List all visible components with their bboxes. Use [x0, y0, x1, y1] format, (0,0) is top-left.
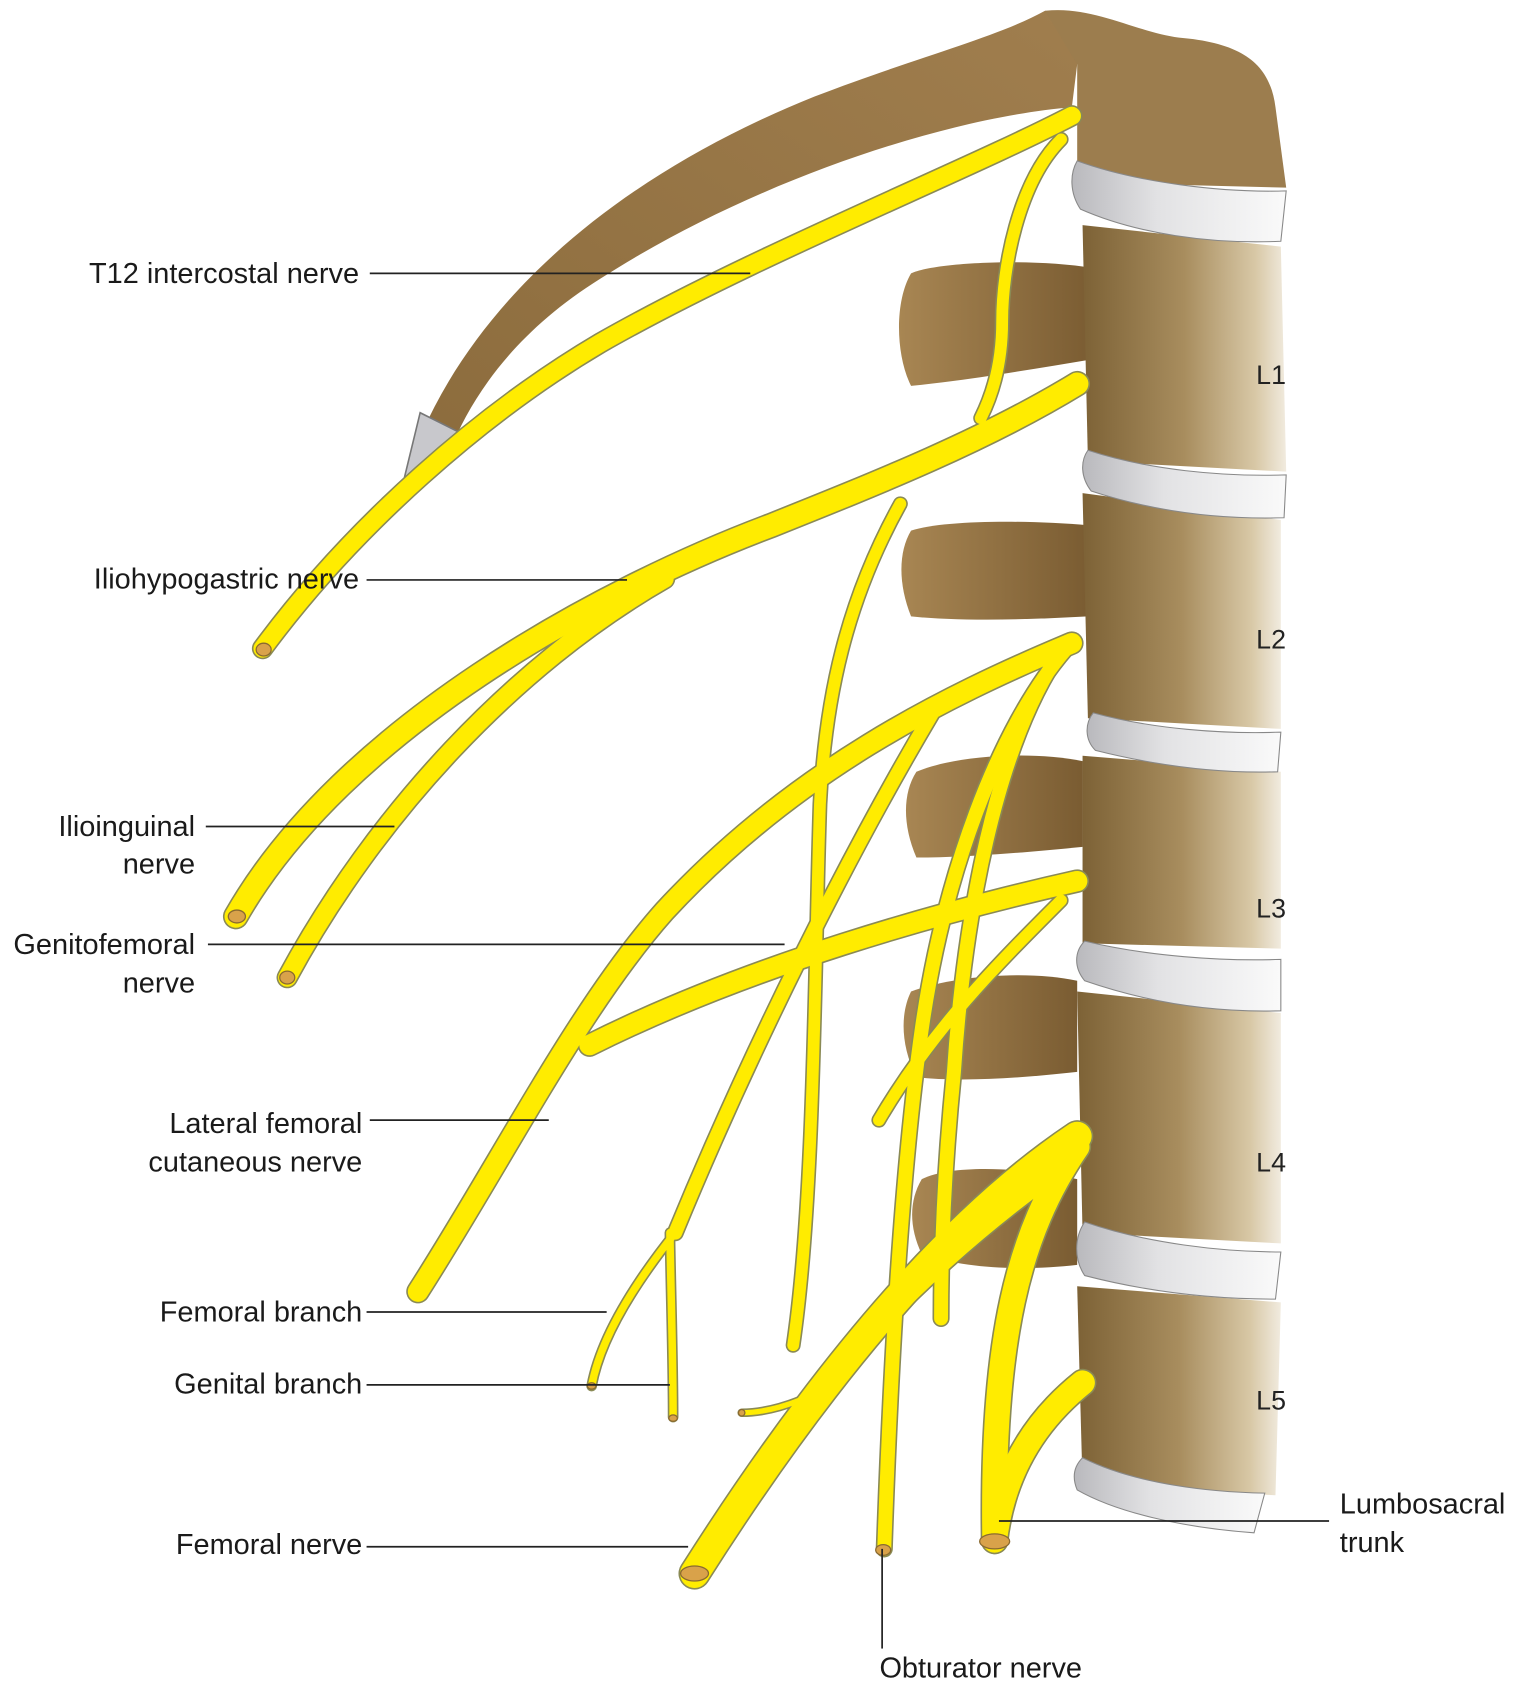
- vertebral-bodies: [1077, 225, 1287, 1496]
- label-iliohypogastric-nerve: Iliohypogastric nerve: [94, 564, 359, 596]
- vertebra-label-l5: L5: [1256, 1386, 1286, 1416]
- label-genital-branch: Genital branch: [174, 1368, 362, 1400]
- label-lateral-femoral-line1: Lateral femoral: [169, 1108, 362, 1140]
- label-ilioinguinal-line2: nerve: [123, 849, 195, 881]
- vertebra-labels: L1 L2 L3 L4 L5: [1256, 360, 1286, 1416]
- nerve-labels: T12 intercostal nerve Iliohypogastric ne…: [13, 258, 1505, 1684]
- nerves: [222, 105, 1097, 1590]
- label-genitofemoral-line1: Genitofemoral: [13, 929, 195, 961]
- vertebra-l4: [1077, 991, 1281, 1244]
- vertebra-l2: [1082, 493, 1281, 729]
- vertebra-l5: [1077, 1286, 1281, 1496]
- label-lateral-femoral-line2: cutaneous nerve: [148, 1147, 362, 1179]
- label-genitofemoral-line2: nerve: [123, 968, 195, 1000]
- label-ilioinguinal-line1: Ilioinguinal: [58, 811, 195, 843]
- leader-lines: [205, 272, 1330, 1649]
- label-lumbosacral-line2: trunk: [1340, 1527, 1405, 1559]
- vertebra-label-l2: L2: [1256, 625, 1286, 655]
- vertebra-l1: [1082, 225, 1287, 472]
- label-t12-intercostal-nerve: T12 intercostal nerve: [89, 258, 359, 290]
- vertebra-label-l4: L4: [1256, 1148, 1286, 1178]
- nerve-fill: [224, 106, 1095, 1588]
- t12-vertebra: [1045, 10, 1287, 188]
- label-obturator-nerve: Obturator nerve: [879, 1652, 1082, 1684]
- label-femoral-branch: Femoral branch: [160, 1297, 363, 1329]
- label-lumbosacral-line1: Lumbosacral: [1340, 1489, 1506, 1521]
- intervertebral-discs: [1071, 160, 1287, 1534]
- vertebra-label-l1: L1: [1256, 360, 1286, 390]
- vertebra-l3: [1082, 755, 1281, 949]
- vertebra-label-l3: L3: [1256, 894, 1286, 924]
- label-femoral-nerve: Femoral nerve: [176, 1529, 362, 1561]
